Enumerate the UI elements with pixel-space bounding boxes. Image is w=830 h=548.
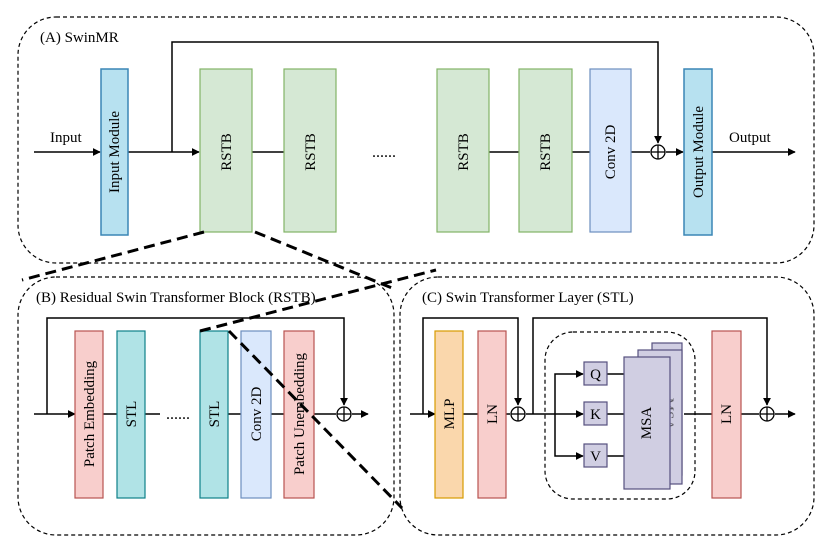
v-box: V <box>583 443 608 468</box>
svg-text:Patch Embedding: Patch Embedding <box>82 360 98 467</box>
patch-unembedding-block: Patch Unembedding <box>283 330 315 499</box>
svg-text:Patch Unembedding: Patch Unembedding <box>292 352 308 475</box>
svg-text:RSTB: RSTB <box>303 133 319 171</box>
stl-block-1: STL <box>116 330 146 499</box>
svg-text:LN: LN <box>719 404 735 424</box>
sum-node-a <box>650 144 666 160</box>
panel-a-frame <box>17 16 815 264</box>
patch-embedding-block: Patch Embedding <box>74 330 104 499</box>
zoom-lines <box>21 230 437 510</box>
mlp-block: MLP <box>434 330 464 499</box>
svg-text:RSTB: RSTB <box>538 133 554 171</box>
panel-c-connections <box>410 317 796 460</box>
conv2d-block-b: Conv 2D <box>240 330 272 499</box>
ln-block-2: LN <box>711 330 742 499</box>
svg-text:STL: STL <box>207 401 223 428</box>
svg-text:V: V <box>590 449 601 465</box>
panel-c-frame <box>399 276 815 536</box>
rstb-block-2: RSTB <box>283 68 337 233</box>
svg-text:RSTB: RSTB <box>219 133 235 171</box>
q-box: Q <box>583 361 608 386</box>
svg-text:Conv 2D: Conv 2D <box>249 387 265 442</box>
panel-a-connections <box>34 41 796 156</box>
input-label: Input <box>50 130 82 146</box>
panel-b-ellipsis: ...... <box>166 406 190 423</box>
svg-text:K: K <box>590 407 601 423</box>
panel-a-title: (A) SwinMR <box>40 30 119 46</box>
output-label: Output <box>729 130 772 146</box>
svg-text:LN: LN <box>485 404 501 424</box>
svg-text:MLP: MLP <box>442 399 458 430</box>
panel-c-title: (C) Swin Transformer Layer (STL) <box>422 290 634 306</box>
ln-block-1: LN <box>477 330 507 499</box>
svg-text:Conv 2D: Conv 2D <box>603 125 619 180</box>
panel-b-title: (B) Residual Swin Transformer Block (RST… <box>36 290 316 306</box>
k-box: K <box>583 401 608 426</box>
msa-subframe <box>544 331 696 500</box>
sum-node-c2 <box>759 406 775 422</box>
conv2d-block-a: Conv 2D <box>589 68 632 233</box>
rstb-block-3: RSTB <box>436 68 490 233</box>
svg-text:Input Module: Input Module <box>107 111 123 193</box>
panel-b-frame <box>17 276 395 536</box>
svg-text:Q: Q <box>590 367 601 383</box>
stl-block-2: STL <box>199 330 229 499</box>
svg-text:RSTB: RSTB <box>456 133 472 171</box>
svg-text:Output Module: Output Module <box>691 106 707 198</box>
sum-node-c1 <box>510 406 526 422</box>
msa-label: MSA <box>639 407 655 440</box>
sum-node-b <box>336 406 352 422</box>
msa-stack: MSA MSA <box>623 342 683 490</box>
panel-b-connections <box>34 317 369 418</box>
input-module-block: Input Module <box>100 68 129 236</box>
panel-a-ellipsis: ...... <box>372 144 396 161</box>
rstb-block-1: RSTB <box>199 68 253 233</box>
rstb-block-4: RSTB <box>518 68 573 233</box>
svg-text:STL: STL <box>124 401 140 428</box>
output-module-block: Output Module <box>683 68 713 236</box>
